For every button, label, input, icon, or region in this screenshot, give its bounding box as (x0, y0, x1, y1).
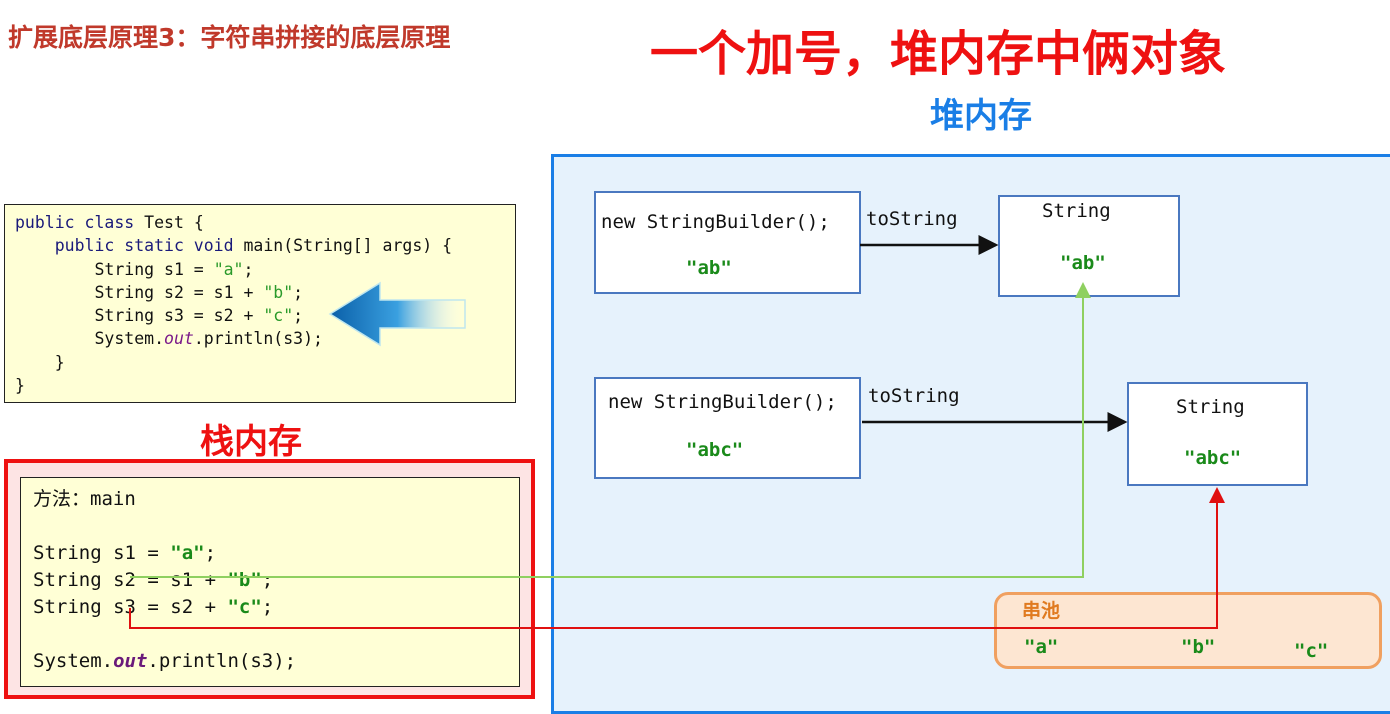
tostring-label: toString (868, 385, 960, 407)
slide-subtitle: 扩展底层原理3：字符串拼接的底层原理 (8, 23, 451, 52)
tostring-label: toString (866, 208, 958, 230)
builder-label: new StringBuilder(); (608, 391, 837, 413)
reference-arrows (129, 235, 1225, 629)
s3-reference-arrow (129, 487, 1225, 629)
stringbuilder-box-2: new StringBuilder(); "abc" (594, 377, 861, 479)
string-box-2: String "abc" (1127, 382, 1308, 486)
stack-title: 栈内存 (200, 422, 302, 462)
string-value: "ab" (1060, 252, 1106, 274)
pool-item: "b" (1181, 636, 1216, 658)
string-label: String (1176, 396, 1245, 418)
string-pool-title: 串池 (1022, 600, 1061, 622)
pool-item: "c" (1294, 640, 1329, 662)
string-label: String (1042, 200, 1111, 222)
heap-title: 堆内存 (930, 96, 1032, 136)
main-stack-frame: 方法：main String s1 = "a"; String s2 = s1 … (20, 477, 520, 687)
builder-value: "ab" (686, 257, 732, 279)
current-line-arrow-icon (328, 281, 466, 347)
slide-headline: 一个加号，堆内存中俩对象 (650, 26, 1227, 82)
builder-label: new StringBuilder(); (601, 211, 830, 233)
s2-reference-arrow (130, 282, 1091, 578)
builder-value: "abc" (686, 439, 744, 461)
string-value: "abc" (1184, 447, 1242, 469)
pool-item: "a" (1024, 636, 1059, 658)
stringbuilder-box-1: new StringBuilder(); "ab" (594, 191, 861, 294)
string-pool (994, 592, 1382, 669)
